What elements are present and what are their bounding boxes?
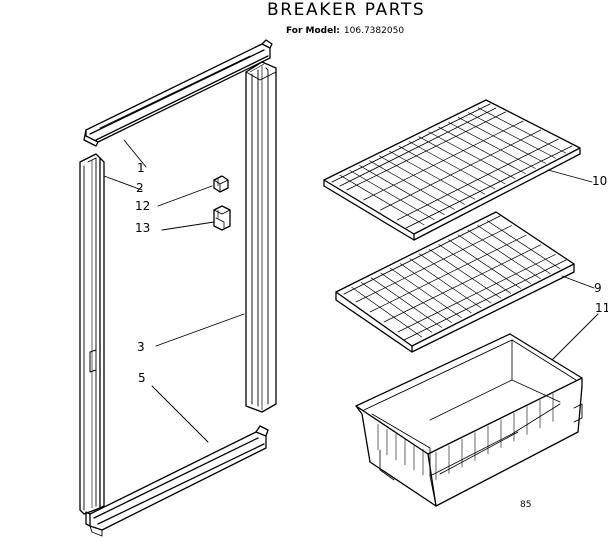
shelf-wire	[408, 141, 496, 190]
shelf-wire	[370, 277, 442, 328]
model-label: For Model:	[286, 26, 340, 36]
part-11-drawer-bin	[355, 333, 583, 507]
leader-lines	[103, 139, 599, 443]
callout-2: 2	[136, 181, 144, 195]
shelf-wire	[388, 150, 476, 200]
shelf-wire	[467, 112, 557, 159]
shelf-wire	[339, 174, 425, 226]
shelf-wire	[428, 131, 516, 180]
leader-10	[547, 169, 593, 183]
leader-5	[151, 385, 209, 443]
shelf-wire	[359, 165, 445, 215]
part-1-top-breaker-strip	[83, 39, 273, 147]
model-number: 106.7382050	[343, 26, 405, 36]
shelf-wire	[398, 145, 486, 195]
shelf-wire	[477, 225, 551, 275]
part-10-upper-wire-shelf	[323, 99, 581, 241]
part-5-bottom-breaker-strip	[85, 425, 269, 537]
shelf-wire	[486, 220, 561, 270]
page-code: 85	[520, 500, 532, 510]
page-title: BREAKER PARTS	[267, 0, 426, 20]
callout-10: 10	[592, 174, 608, 188]
shelf-wire	[438, 244, 512, 294]
leader-11	[551, 313, 599, 361]
shelf-wire	[363, 120, 524, 201]
shelf-wire	[397, 254, 556, 333]
leader-13	[161, 221, 215, 231]
leader-3	[155, 313, 245, 347]
callout-3: 3	[137, 340, 145, 354]
shelf-wire	[458, 117, 546, 164]
part-3-right-vertical-strip	[245, 61, 277, 413]
callout-11: 11	[595, 301, 608, 315]
shelf-wire	[383, 244, 542, 323]
callout-9: 9	[594, 281, 602, 295]
shelf-wire	[361, 282, 433, 333]
shelf-wire	[399, 263, 472, 314]
callout-5: 5	[138, 371, 146, 385]
shelf-wire	[477, 107, 567, 154]
shelf-wire	[379, 155, 465, 205]
callout-13: 13	[135, 221, 151, 235]
part-9-lower-wire-shelf	[335, 211, 575, 353]
part-2-left-vertical-strip	[79, 153, 105, 515]
shelf-wire	[369, 234, 527, 313]
part-12-clip	[213, 175, 229, 193]
shelf-wire	[419, 253, 492, 304]
leader-12	[157, 185, 213, 207]
shelf-wire	[448, 239, 521, 289]
shelf-wire	[346, 111, 506, 191]
leader-1	[123, 139, 147, 168]
shelf-wire	[467, 229, 541, 279]
model-line: For Model:106.7382050	[286, 26, 404, 36]
shelf-wire	[457, 234, 531, 284]
shelf-wire	[380, 129, 542, 211]
shelf-wire	[438, 126, 526, 174]
leader-9	[561, 275, 595, 289]
shelf-wire	[418, 136, 506, 185]
shelf-wire	[428, 248, 502, 299]
shelf-wire	[351, 286, 423, 338]
shelf-wire	[380, 272, 452, 323]
leader-2	[103, 175, 143, 191]
shelf-wire	[448, 121, 536, 169]
shelf-wire	[409, 258, 482, 309]
part-13-bracket	[213, 205, 231, 231]
shelf-wire	[369, 160, 455, 210]
shelf-wire	[390, 267, 462, 318]
shelf-wire	[396, 138, 559, 221]
callout-1: 1	[137, 161, 145, 175]
shelf-wire	[349, 170, 435, 221]
shelf-wire	[355, 225, 512, 303]
callout-12: 12	[135, 199, 151, 213]
